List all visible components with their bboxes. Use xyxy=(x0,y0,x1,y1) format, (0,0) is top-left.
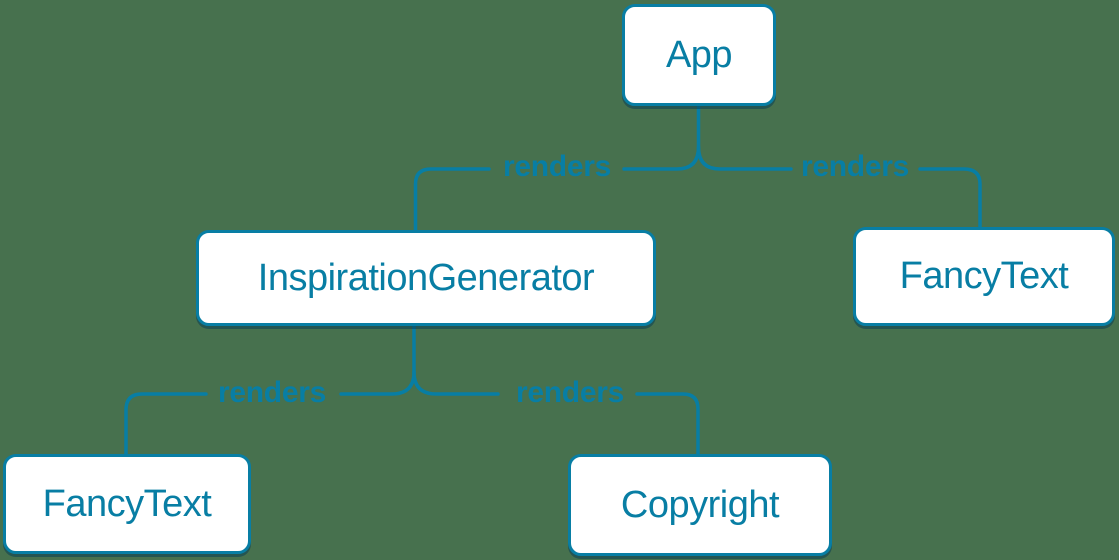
node-inspiration-generator-label: InspirationGenerator xyxy=(257,256,595,299)
node-fancy-text-bottom-label: FancyText xyxy=(42,482,212,525)
edge-label-renders-inspirationgenerator-copyright: renders xyxy=(516,376,624,409)
node-fancy-text-top-label: FancyText xyxy=(899,255,1069,297)
edge-label-renders-app-inspirationgenerator: renders xyxy=(503,150,611,183)
edge-label-renders-inspirationgenerator-fancytext: renders xyxy=(218,376,326,409)
node-fancy-text-bottom: FancyText xyxy=(3,454,251,554)
edge-app-to-fancytext xyxy=(696,145,982,230)
node-copyright: Copyright xyxy=(568,454,832,556)
node-fancy-text-top: FancyText xyxy=(853,227,1115,326)
edge-label-renders-app-fancytext: renders xyxy=(801,150,909,183)
node-app: App xyxy=(622,4,776,106)
node-copyright-label: Copyright xyxy=(620,483,780,526)
node-inspiration-generator: InspirationGenerator xyxy=(196,230,656,326)
edge-inspirationgenerator-to-copyright xyxy=(412,370,700,457)
node-app-label: App xyxy=(665,33,733,76)
